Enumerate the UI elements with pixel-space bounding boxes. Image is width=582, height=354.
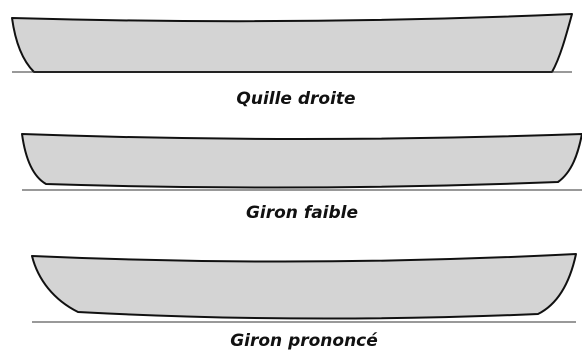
caption-slight-rocker: Giron faible <box>246 203 358 223</box>
hull-pronounced-rocker <box>31 253 577 320</box>
hull-slight-rocker <box>21 133 582 189</box>
caption-pronounced-rocker: Giron prononcé <box>230 331 378 351</box>
hull-straight-keel <box>11 13 573 73</box>
panel-pronounced-rocker: Giron prononcé <box>31 253 577 351</box>
panel-straight-keel: Quille droite <box>11 13 573 109</box>
panel-slight-rocker: Giron faible <box>21 133 582 223</box>
caption-straight-keel: Quille droite <box>236 89 355 109</box>
